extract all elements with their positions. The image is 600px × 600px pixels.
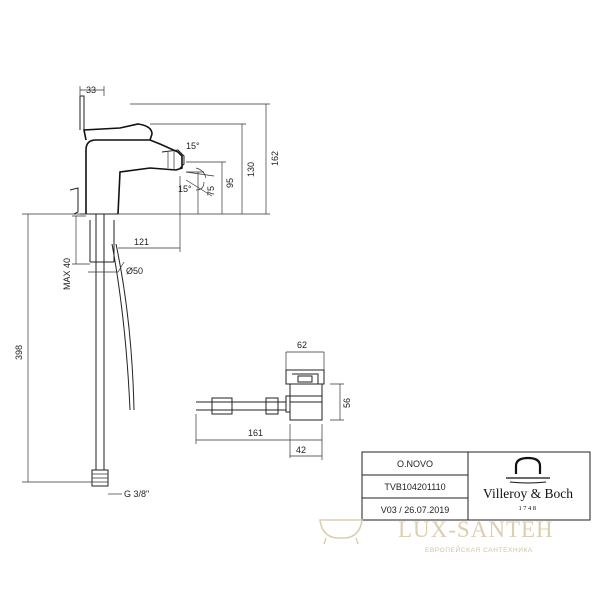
dim-height-95: 95 — [225, 178, 235, 188]
dim-height-130: 130 — [246, 162, 256, 177]
dim-spout-offset: 33 — [86, 85, 96, 95]
dim-waste-62: 62 — [297, 340, 307, 350]
title-version: V03 / 26.07.2019 — [381, 505, 450, 515]
dim-base-diameter: Ø50 — [126, 266, 143, 276]
brand-year: 1748 — [519, 505, 538, 512]
waste-dimension-text: 62 56 161 42 — [248, 340, 352, 455]
watermark: LUX-SANTEH ЕВРОПЕЙСКАЯ САНТЕХНИКА — [319, 517, 554, 554]
brand-name: Villeroy & Boch — [483, 486, 573, 501]
title-product: O.NOVO — [397, 459, 433, 469]
dim-total-398: 398 — [14, 345, 24, 360]
dim-angle-upper: 15° — [186, 141, 200, 151]
waste-assembly — [195, 351, 344, 460]
dim-waste-161: 161 — [248, 428, 263, 438]
dim-angle-lower: 15° — [178, 184, 192, 194]
main-dimension-lines — [22, 86, 270, 495]
dim-waste-56: 56 — [342, 398, 352, 408]
dim-waste-42: 42 — [296, 445, 306, 455]
dim-thread: G 3/8" — [124, 489, 149, 499]
brand-logo-icon — [506, 456, 550, 484]
watermark-tagline: ЕВРОПЕЙСКАЯ САНТЕХНИКА — [425, 545, 533, 554]
watermark-bathtub-icon — [319, 519, 363, 545]
watermark-name: LUX-SANTEH — [398, 517, 554, 542]
dim-height-75: 75 — [206, 186, 216, 196]
dim-reach-121: 121 — [134, 237, 149, 247]
title-code: TVB104201110 — [384, 482, 445, 492]
faucet-body — [69, 95, 215, 215]
supply-hose — [89, 214, 135, 487]
main-dimension-text: 33 15° 15° 75 95 130 162 121 Ø50 MAX 40 … — [14, 85, 280, 499]
dim-max-40: MAX 40 — [62, 258, 72, 290]
title-block: O.NOVO TVB104201110 V03 / 26.07.2019 Vil… — [361, 451, 591, 521]
dim-height-162: 162 — [270, 151, 280, 166]
